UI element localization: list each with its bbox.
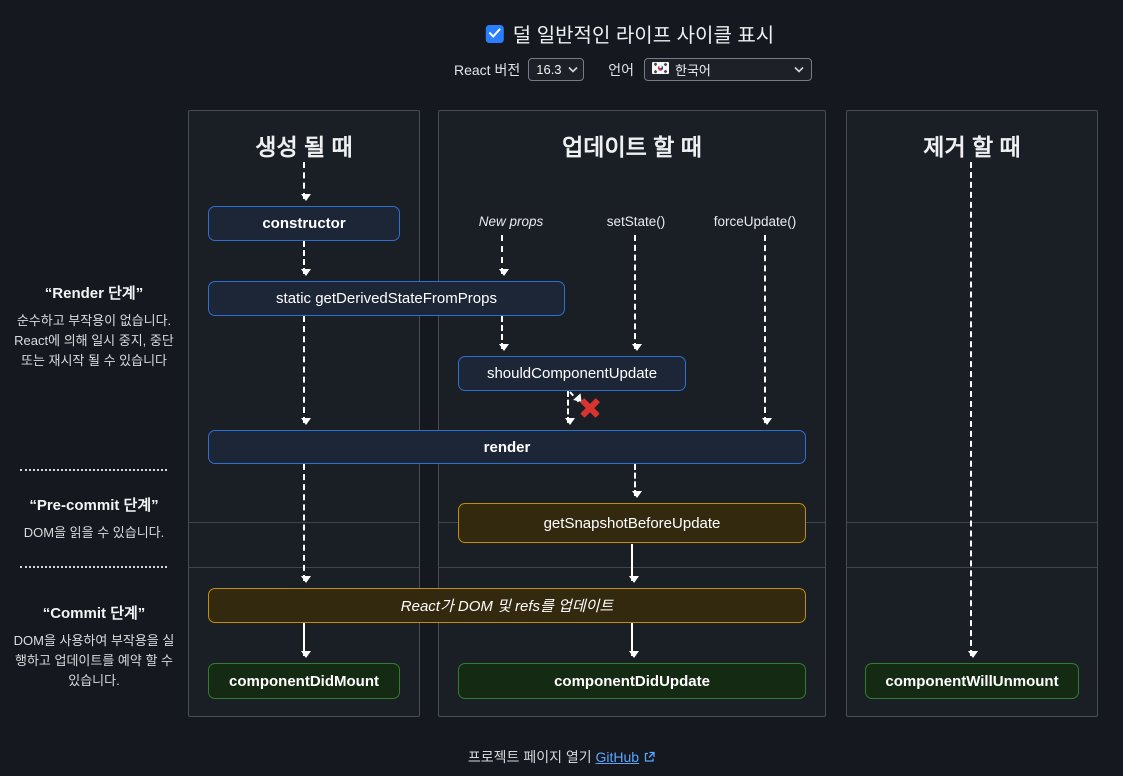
phase-commit-title: “Commit 단계” xyxy=(42,605,146,622)
react-version-label: React 버전 xyxy=(454,61,521,78)
node-component-did-update[interactable]: componentDidUpdate xyxy=(458,663,806,699)
phase-commit-description: “Commit 단계” DOM을 사용하여 부작용을 실행하고 업데이트를 예약… xyxy=(12,602,176,691)
controls-row: React 버전 16.3 언어 xyxy=(454,58,812,81)
trigger-force-update: forceUpdate() xyxy=(713,214,797,229)
arrow-scu-to-render xyxy=(565,391,575,425)
arrow-snapshot-to-dom-update xyxy=(629,544,639,583)
node-component-did-mount[interactable]: componentDidMount xyxy=(208,663,400,699)
phase-precommit-text: DOM을 읽을 수 있습니다. xyxy=(23,525,165,540)
checkmark-icon xyxy=(488,25,501,43)
column-unmounting-title: 제거 할 때 xyxy=(923,134,1021,160)
phase-boundary-line xyxy=(847,567,1097,568)
arrow-gdsfp-to-scu xyxy=(499,316,509,351)
phase-render-title: “Render 단계” xyxy=(44,285,144,302)
node-get-snapshot-before-update[interactable]: getSnapshotBeforeUpdate xyxy=(458,503,806,543)
arrow-mount-to-constructor xyxy=(301,162,311,201)
column-updating-title: 업데이트 할 때 xyxy=(562,134,702,160)
language-select[interactable]: 한국어 xyxy=(644,58,812,81)
node-react-updates-dom: React가 DOM 및 refs를 업데이트 xyxy=(208,588,806,623)
arrow-render-to-snapshot xyxy=(632,464,642,498)
column-mounting-title: 생성 될 때 xyxy=(255,134,353,160)
language-value: 한국어 xyxy=(675,63,711,78)
arrow-dom-update-to-did-update xyxy=(629,623,639,658)
lifecycle-toggle-label[interactable]: 덜 일반적인 라이프 사이클 표시 xyxy=(512,25,775,47)
phase-render-text: 순수하고 부작용이 없습니다. React에 의해 일시 중지, 중단 또는 재… xyxy=(14,313,174,369)
arrow-render-to-dom-update xyxy=(301,464,311,583)
language-label: 언어 xyxy=(608,61,634,78)
external-link-icon xyxy=(643,750,655,766)
github-link[interactable]: GitHub xyxy=(595,749,640,765)
arrow-dom-update-to-did-mount xyxy=(301,623,311,658)
react-version-select[interactable]: 16.3 xyxy=(528,58,585,81)
arrow-constructor-to-gdsfp xyxy=(301,241,311,276)
phase-commit-text: DOM을 사용하여 부작용을 실행하고 업데이트를 예약 할 수 있습니다. xyxy=(13,633,175,689)
chevron-down-icon xyxy=(567,66,578,73)
column-unmounting: 제거 할 때 xyxy=(846,110,1098,717)
node-get-derived-state-from-props[interactable]: static getDerivedStateFromProps xyxy=(208,281,565,316)
phase-precommit-description: “Pre-commit 단계” DOM을 읽을 수 있습니다. xyxy=(12,494,176,543)
chevron-down-icon xyxy=(794,66,804,73)
node-render[interactable]: render xyxy=(208,430,806,464)
trigger-new-props: New props xyxy=(478,214,544,229)
korea-flag-icon xyxy=(652,62,669,77)
arrow-gdsfp-to-render xyxy=(301,316,311,425)
arrow-set-state-to-scu xyxy=(632,235,642,351)
phase-precommit-title: “Pre-commit 단계” xyxy=(29,497,159,514)
trigger-set-state: setState() xyxy=(606,214,666,229)
node-should-component-update[interactable]: shouldComponentUpdate xyxy=(458,356,686,391)
phase-render-description: “Render 단계” 순수하고 부작용이 없습니다. React에 의해 일시… xyxy=(12,282,176,371)
node-constructor[interactable]: constructor xyxy=(208,206,400,241)
footer: 프로젝트 페이지 열기 GitHub xyxy=(0,747,1123,767)
reject-x-icon xyxy=(580,398,600,418)
footer-text: 프로젝트 페이지 열기 xyxy=(467,749,592,765)
arrow-new-props-to-gdsfp xyxy=(499,235,509,276)
phase-separator xyxy=(20,566,167,568)
phase-boundary-line xyxy=(847,522,1097,523)
arrow-force-update-to-render xyxy=(762,235,772,425)
node-component-will-unmount[interactable]: componentWillUnmount xyxy=(865,663,1079,699)
phase-separator xyxy=(20,469,167,471)
lifecycle-toggle-checkbox[interactable] xyxy=(485,24,504,43)
toggle-row: 덜 일반적인 라이프 사이클 표시 xyxy=(485,19,775,48)
react-version-value: 16.3 xyxy=(536,62,562,77)
arrow-unmount-to-will-unmount xyxy=(968,162,978,658)
